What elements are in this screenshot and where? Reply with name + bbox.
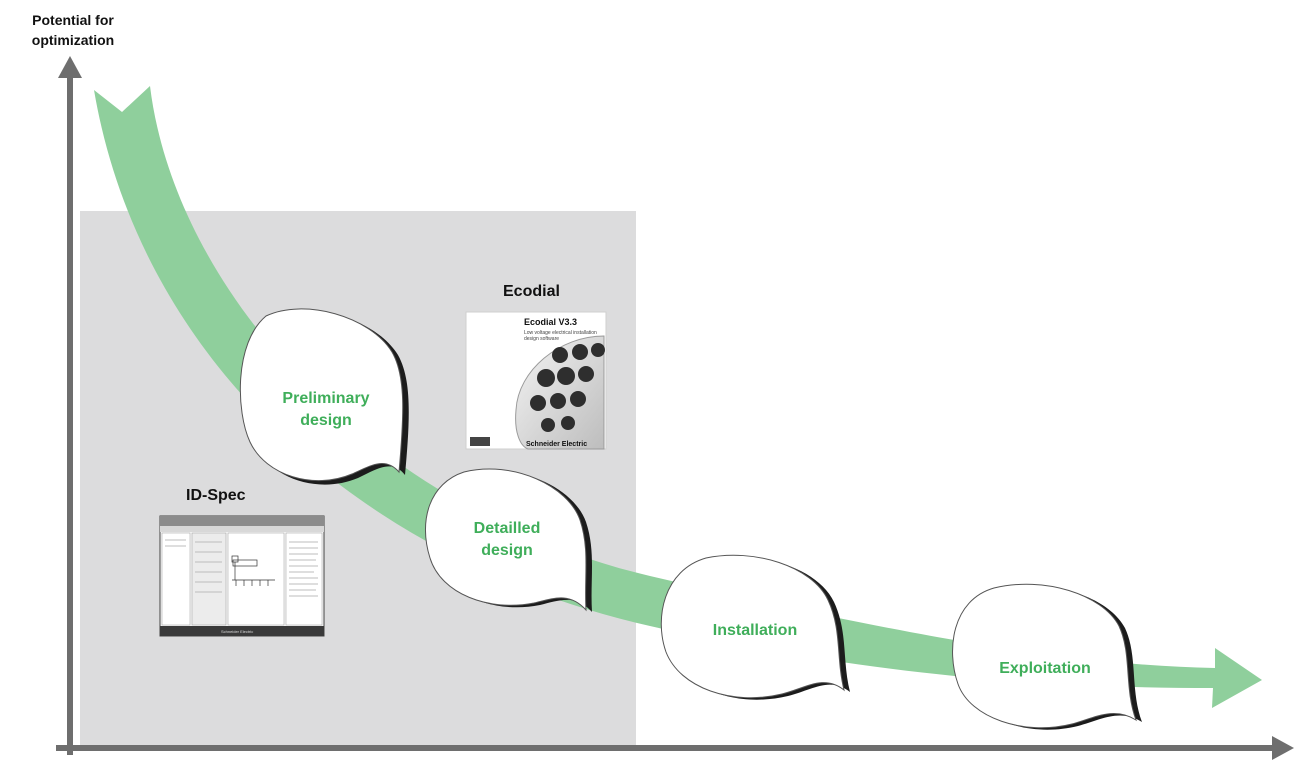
phase-label-detailled: Detailled design (473, 520, 541, 559)
phase-bubble-installation (660, 554, 850, 700)
phase-bubble-exploitation (952, 583, 1142, 730)
y-axis-title: Potential for optimization (31, 12, 115, 48)
ecodial-barcode (470, 437, 490, 446)
idspec-footer-brand: Schneider Electric (221, 629, 253, 634)
ecodial-brand: Schneider Electric (526, 441, 587, 448)
x-axis-arrowhead (1272, 736, 1294, 760)
ecodial-product-image: Ecodial V3.3 Low voltage electrical inst… (465, 311, 607, 450)
idspec-screenshot: Schneider Electric (159, 515, 325, 637)
ecodial-box-title: Ecodial V3.3 (524, 317, 577, 327)
phase-label-installation: Installation (712, 622, 798, 639)
idspec-label: ID-Spec (186, 487, 246, 504)
phase-bubble-detailled (424, 468, 592, 612)
ecodial-breaker-dials (530, 343, 605, 432)
y-axis-arrowhead (58, 56, 82, 78)
ecodial-box-subtitle: Low voltage electrical installation desi… (524, 330, 598, 342)
axes (56, 56, 1294, 760)
phase-label-exploitation: Exploitation (999, 660, 1091, 677)
phase-label-preliminary: Preliminary design (282, 390, 370, 429)
phase-bubble-preliminary (239, 308, 409, 485)
ecodial-label: Ecodial (503, 283, 560, 300)
